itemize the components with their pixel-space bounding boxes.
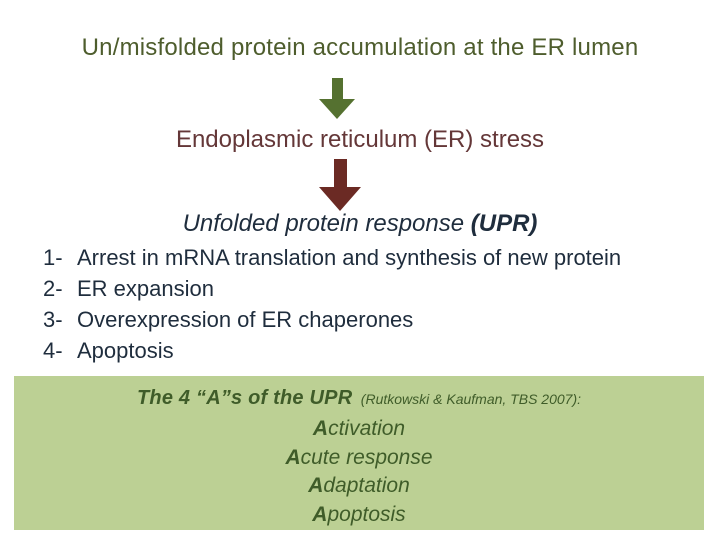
list-item: 3- Overexpression of ER chaperones	[43, 304, 703, 335]
upr-effects-list: 1- Arrest in mRNA translation and synthe…	[43, 242, 703, 366]
upr-response-bold: (UPR)	[470, 210, 538, 237]
four-as-items: Activation Acute response Adaptation Apo…	[14, 415, 704, 529]
item-rest: ctivation	[328, 417, 406, 440]
four-as-box: The 4 “A”s of the UPR (Rutkowski & Kaufm…	[14, 376, 704, 530]
down-arrow-icon	[319, 78, 355, 119]
list-item-text: Overexpression of ER chaperones	[77, 307, 414, 332]
list-item-number: 2-	[43, 276, 63, 301]
arrow-head	[319, 99, 355, 119]
item-lead-letter: A	[312, 417, 329, 440]
four-as-item: Acute response	[14, 444, 704, 473]
four-as-item: Adaptation	[14, 472, 704, 501]
down-arrow-icon	[319, 159, 361, 211]
upr-response-text: Unfolded protein response (UPR)	[0, 210, 720, 238]
item-lead-letter: A	[308, 474, 324, 497]
four-as-item: Apoptosis	[14, 501, 704, 530]
list-item: 2- ER expansion	[43, 273, 703, 304]
arrow-stem	[331, 78, 343, 99]
slide-title: Un/misfolded protein accumulation at the…	[81, 34, 639, 61]
list-item-number: 3-	[43, 307, 63, 332]
list-item: 4- Apoptosis	[43, 335, 703, 366]
list-item-number: 4-	[43, 338, 63, 363]
four-as-heading-main: The 4 “A”s of the UPR	[137, 387, 353, 409]
arrow-stem	[333, 159, 347, 187]
list-item-text: ER expansion	[77, 276, 214, 301]
list-item-text: Apoptosis	[77, 338, 174, 363]
upr-response-italic: Unfolded protein response	[182, 210, 471, 237]
four-as-citation: (Rutkowski & Kaufman, TBS 2007):	[360, 391, 581, 407]
arrow-head	[319, 187, 361, 211]
four-as-heading: The 4 “A”s of the UPR (Rutkowski & Kaufm…	[14, 387, 704, 410]
item-lead-letter: A	[312, 502, 328, 526]
list-item-number: 1-	[43, 245, 63, 270]
item-rest: poptosis	[327, 502, 406, 526]
item-rest: daptation	[323, 474, 410, 497]
er-stress-text: Endoplasmic reticulum (ER) stress	[175, 126, 545, 153]
item-lead-letter: A	[285, 445, 301, 469]
four-as-item: Activation	[14, 415, 704, 444]
list-item: 1- Arrest in mRNA translation and synthe…	[43, 242, 703, 273]
list-item-text: Arrest in mRNA translation and synthesis…	[77, 245, 622, 270]
item-rest: cute response	[300, 445, 433, 469]
